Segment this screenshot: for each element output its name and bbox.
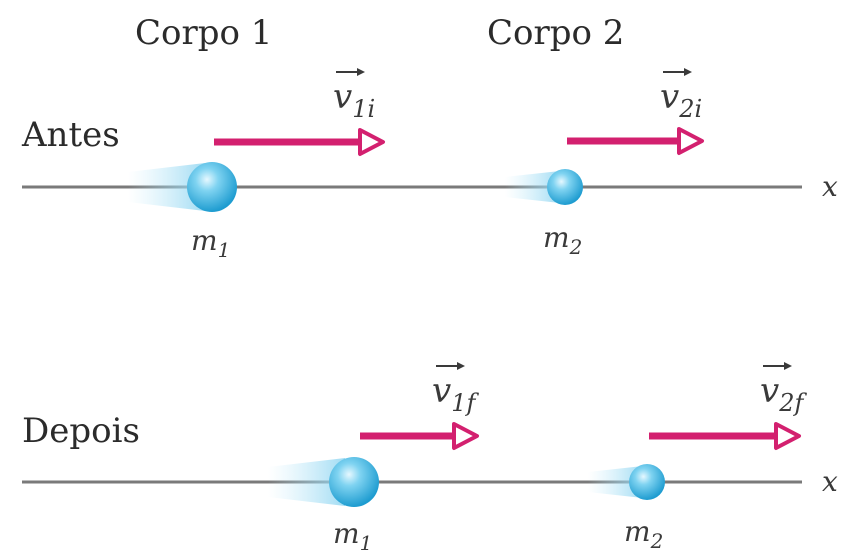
velocity-arrow-v1f xyxy=(360,422,479,450)
ball-m2-before xyxy=(505,169,583,205)
vector-label-v1f: v1f xyxy=(432,362,479,417)
svg-text:v2f: v2f xyxy=(760,371,807,417)
mass-label-m1-before: m1 xyxy=(191,224,230,262)
mass-label-m2-before: m2 xyxy=(543,221,582,259)
svg-text:v1i: v1i xyxy=(333,77,375,123)
v1i-base: v xyxy=(333,77,352,117)
mass-label-m1-after: m1 xyxy=(333,517,372,551)
v1i-sub: 1i xyxy=(352,95,375,123)
ball-m1-after xyxy=(268,457,379,507)
v2i-sub: 2i xyxy=(678,95,702,123)
row-before: Antes x v1i v2i m1 xyxy=(21,68,838,262)
header-body-1: Corpo 1 xyxy=(135,13,272,53)
v2f-sub: 2f xyxy=(778,389,807,417)
row-label-before: Antes xyxy=(21,115,120,155)
svg-text:v2i: v2i xyxy=(660,77,702,123)
row-label-after: Depois xyxy=(22,411,140,451)
vector-label-v1i: v1i xyxy=(333,68,375,123)
vector-label-v2f: v2f xyxy=(760,362,807,417)
v2i-base: v xyxy=(660,77,679,117)
row-after: Depois x v1f v2f m1 xyxy=(22,362,838,551)
axis-label-before: x xyxy=(822,170,838,203)
vector-label-v2i: v2i xyxy=(660,68,702,123)
mass-label-m2-after: m2 xyxy=(624,515,663,551)
header-body-2: Corpo 2 xyxy=(487,13,624,53)
velocity-arrow-v1i xyxy=(214,128,385,156)
velocity-arrow-v2f xyxy=(649,422,801,450)
ball-m1-before xyxy=(128,162,237,212)
v1f-sub: 1f xyxy=(451,389,479,417)
axis-label-after: x xyxy=(822,465,838,498)
v1f-base: v xyxy=(432,371,451,411)
v2f-base: v xyxy=(760,371,779,411)
velocity-arrow-v2i xyxy=(567,127,704,155)
svg-text:v1f: v1f xyxy=(432,371,479,417)
ball-m2-after xyxy=(588,464,665,500)
